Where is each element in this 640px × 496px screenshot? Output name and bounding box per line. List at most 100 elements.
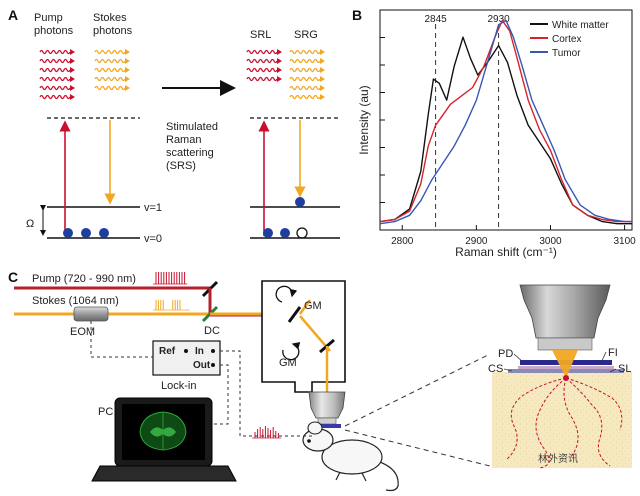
- lockin-amplifier: [152, 340, 221, 376]
- stokes-beam-label: Stokes (1064 nm): [32, 295, 119, 307]
- scan-beam-2: [299, 315, 331, 352]
- lockin-ref-port: [184, 349, 188, 353]
- pump-pulse-train: [153, 272, 188, 285]
- pump-photon-wave-head-3: [70, 67, 75, 73]
- pd-pointer: [513, 353, 524, 363]
- stokes-photon-wave-2: [94, 58, 126, 64]
- series-line-tumor: [379, 19, 632, 225]
- mouse-leg-1: [335, 471, 341, 481]
- zoom-line-bottom: [344, 429, 491, 467]
- srg-photon-wave-head-1: [320, 49, 325, 55]
- pump-photon-wave-6: [39, 94, 71, 100]
- mouse-ear: [307, 421, 323, 435]
- sl-label: SL: [618, 363, 631, 375]
- x-tick-label-3100: 3100: [613, 236, 636, 247]
- zoom-inset: PD FI CS SL 林外资讯: [488, 284, 632, 469]
- level-v1-label: v=1: [144, 202, 162, 214]
- fi-pointer: [599, 351, 607, 366]
- srl-label: SRL: [250, 29, 271, 41]
- pump-photon-wave-1: [39, 49, 71, 55]
- stokes-photon-wave-5: [94, 85, 126, 91]
- srg-photon-wave-head-5: [320, 85, 325, 91]
- lockin-in-label: In: [195, 346, 204, 357]
- inset-objective: [519, 284, 611, 339]
- pump-photons-line2: photons: [34, 25, 74, 37]
- inset-laser-focus: [552, 350, 578, 378]
- pump-photon-wave-5: [39, 85, 71, 91]
- output-to-pc-cable: [212, 364, 229, 425]
- fi-label: FI: [608, 347, 618, 359]
- srl-photon-wave-head-3: [277, 67, 282, 73]
- rotation-arrow-2: [282, 342, 301, 361]
- pump-beam-label: Pump (720 - 990 nm): [32, 273, 136, 285]
- srl-photon-wave-2: [246, 58, 278, 64]
- scatter-path-1: [535, 377, 567, 469]
- lockin-ref-label: Ref: [159, 346, 176, 357]
- panel-a-label: A: [8, 7, 18, 23]
- srg-photon-wave-head-3: [320, 67, 325, 73]
- inset-objective-tip: [537, 337, 593, 351]
- cranial-window: [313, 424, 341, 428]
- stokes-photon-wave-3: [94, 67, 126, 73]
- srl-photon-wave-3: [246, 67, 278, 73]
- scatter-path-3: [563, 377, 579, 459]
- legend-label-tumor: Tumor: [552, 48, 581, 59]
- lockin-in-port: [211, 349, 215, 353]
- stokes-photon-wave-head-4: [125, 76, 130, 82]
- srg-photon-wave-6: [289, 94, 321, 100]
- tissue-sample: [492, 372, 632, 468]
- srl-photon-wave-4: [246, 76, 278, 82]
- lockin-label: Lock-in: [161, 380, 196, 392]
- mouse-leg-2: [361, 472, 367, 482]
- eom-modulator: [73, 306, 109, 322]
- objective-lens: [308, 391, 346, 419]
- stokes-pulse-train: [153, 300, 190, 311]
- rotation-arrow-1: [275, 285, 298, 303]
- cs-pointer: [503, 368, 513, 372]
- omega-label: Ω: [26, 218, 34, 230]
- plot-frame: [379, 9, 633, 231]
- srl-photon-wave-head-2: [277, 58, 282, 64]
- stokes-photon-wave-head-2: [125, 58, 130, 64]
- galvo-mirror-1: [287, 306, 302, 323]
- panel-c: C Pump (720 - 990 nm) Stokes (1064 nm) D…: [8, 269, 632, 492]
- scatter-path-4: [505, 377, 567, 461]
- pump-photon-wave-2: [39, 58, 71, 64]
- panel-b-label: B: [352, 7, 362, 23]
- mouse-illustration: [302, 421, 399, 492]
- srg-photon-wave-2: [289, 58, 321, 64]
- population-dot-3: [99, 228, 109, 238]
- stokes-photons-line2: photons: [93, 25, 133, 37]
- legend-label-white-matter: White matter: [552, 20, 609, 31]
- population-dot-2: [81, 228, 91, 238]
- stokes-photon-wave-4: [94, 76, 126, 82]
- process-line-4: (SRS): [166, 160, 196, 172]
- pump-photon-waves: [39, 49, 75, 100]
- objective-tip: [317, 417, 337, 425]
- gm-label-2: GM: [279, 357, 297, 369]
- panel-c-label: C: [8, 269, 18, 285]
- stokes-photon-wave-head-5: [125, 85, 130, 91]
- srg-photon-waves: [289, 49, 325, 100]
- srg-photon-wave-5: [289, 85, 321, 91]
- srg-photon-wave-1: [289, 49, 321, 55]
- sl-pointer: [609, 368, 617, 373]
- pump-photon-wave-head-4: [70, 76, 75, 82]
- brain-image: [139, 411, 187, 451]
- pc-label: PC: [98, 406, 113, 418]
- srg-photon-wave-head-4: [320, 76, 325, 82]
- population-dot-1: [63, 228, 73, 238]
- srl-photon-wave-head-4: [277, 76, 282, 82]
- srg-photon-wave-4: [289, 76, 321, 82]
- series-line-white-matter: [379, 36, 632, 225]
- empty-population-dot: [296, 227, 308, 239]
- excited-population-dot: [295, 197, 305, 207]
- pump-photon-wave-head-2: [70, 58, 75, 64]
- pump-photon-wave-3: [39, 67, 71, 73]
- dc-label: DC: [204, 325, 220, 337]
- series-line-cortex: [379, 19, 632, 223]
- annotation-label-2845: 2845: [424, 14, 447, 25]
- ground-population-dot-2: [280, 228, 290, 238]
